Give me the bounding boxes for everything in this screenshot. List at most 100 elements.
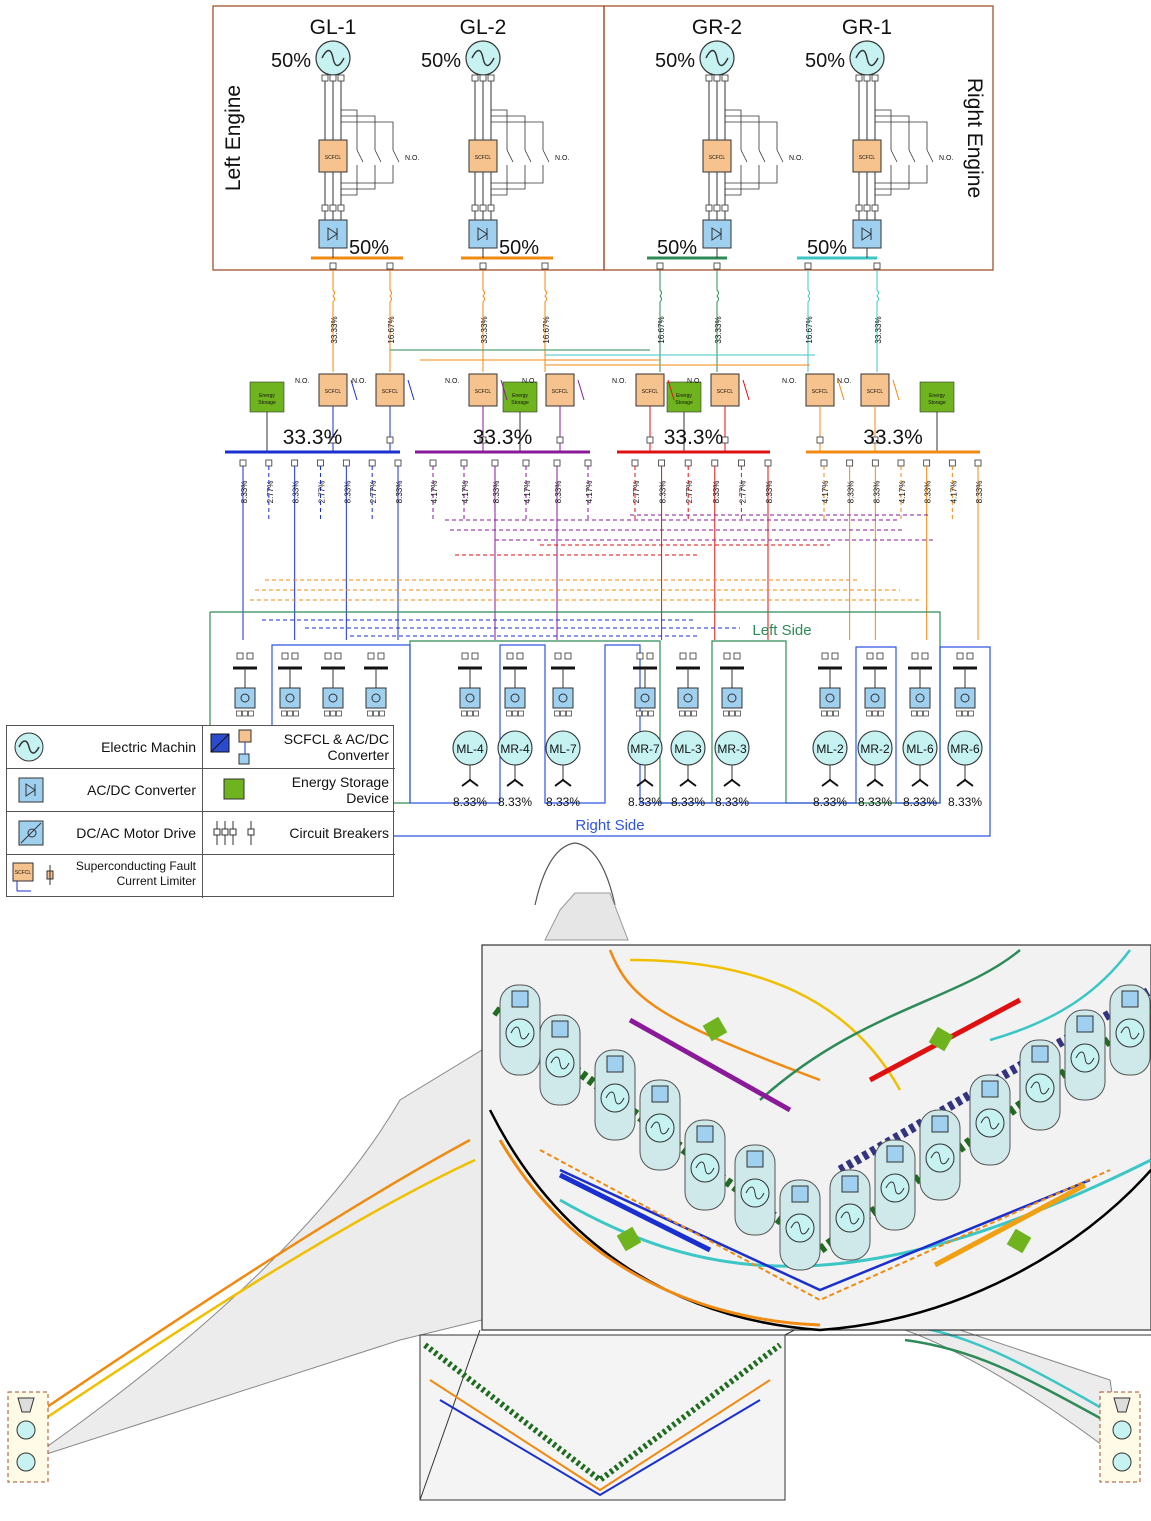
no-label: N.O. (837, 378, 851, 385)
motor-mr-3: MR-3 8.33% (714, 652, 750, 809)
branch-share: 4.17% (949, 481, 958, 504)
circuit-breaker (342, 459, 350, 467)
zoomed-cable-green (759, 949, 1021, 1101)
feeder-line (807, 270, 810, 372)
sine-icon (745, 1186, 765, 1200)
legend-label: Circuit Breakers (289, 825, 389, 841)
no-label: N.O. (405, 155, 419, 162)
cockpit-window (544, 892, 629, 941)
energy-storage-label: Storage (511, 400, 529, 406)
circuit-breaker (479, 74, 487, 82)
circuit-breaker (291, 459, 299, 467)
circuit-breaker (564, 652, 572, 660)
bypass-wire (341, 165, 376, 190)
circuit-breaker (642, 710, 648, 717)
legend-label: Electric Machin (101, 739, 196, 755)
legend-scfcl: SCFCL Superconducting Fault Current Limi… (7, 855, 203, 898)
small-inset-box (419, 1334, 786, 1501)
bus-share: 50% (349, 237, 389, 259)
feeder-line (876, 270, 879, 372)
scfcl-label: SCFCL (642, 389, 659, 395)
energy-storage-label: Energy (929, 393, 945, 399)
electric-machine-icon (14, 732, 44, 762)
circuit-breaker (723, 652, 731, 660)
right-generator-icon (1112, 1420, 1132, 1440)
left-fan-icon (17, 1397, 35, 1413)
feeder: 33.33% (479, 262, 489, 372)
circuit-breaker (872, 710, 878, 717)
bypass-wire (875, 165, 928, 184)
propeller-icon (821, 779, 839, 787)
legend-breakers: Circuit Breakers (203, 812, 395, 855)
circuit-breaker (871, 459, 879, 467)
bypass-switch (407, 379, 415, 401)
feeder-share: 33.33% (714, 316, 723, 343)
motor-name: ML-4 (456, 742, 484, 756)
bypass-switch (667, 379, 675, 401)
feeder-share: 33.33% (480, 316, 489, 343)
circuit-breaker (820, 459, 828, 467)
acdc-converter-icon (318, 219, 348, 249)
circuit-breaker (556, 436, 564, 444)
circuit-breaker (897, 459, 905, 467)
mid-bus-3: EnergyStorageSCFCLN.O.SCFCLN.O.33.3%2.77… (612, 373, 774, 640)
dcac-motor-drive-icon (981, 1080, 999, 1098)
motor-share: 8.33% (715, 795, 749, 809)
circuit-breaker (679, 652, 687, 660)
feeder: 33.33% (873, 262, 883, 372)
drive-symbol (328, 693, 338, 703)
circuit-breaker (330, 710, 336, 717)
zoom-line (419, 1329, 481, 1501)
circuit-breaker (560, 710, 566, 717)
circuit-breaker (691, 710, 697, 717)
branch-share: 8.33% (292, 481, 301, 504)
zoomed-bus-blue (558, 1172, 712, 1253)
branch-share: 2.77% (685, 481, 694, 504)
zoomed-motor-nacelle (969, 1074, 1011, 1166)
no-label: N.O. (445, 378, 459, 385)
feeder-line (659, 270, 662, 372)
circuit-breaker (281, 652, 289, 660)
no-label: N.O. (939, 155, 953, 162)
circuit-breaker-icon (213, 821, 255, 845)
right-side-boundary (271, 644, 991, 837)
legend-dcac: DC/AC Motor Drive (7, 812, 203, 855)
branch-share: 8.33% (847, 481, 856, 504)
legend-label: SCFCL & AC/DC Converter (283, 731, 389, 763)
motor-share: 8.33% (948, 795, 982, 809)
circuit-breaker (461, 652, 469, 660)
scfcl-box (318, 139, 348, 173)
circuit-breaker (956, 710, 962, 717)
bypass-switch (776, 149, 784, 163)
zoomed-bus-orange (933, 1182, 1087, 1268)
circuit-breaker (265, 459, 273, 467)
bypass-switch (837, 379, 845, 401)
scfcl-label: SCFCL (325, 155, 342, 161)
feeder-line (716, 270, 719, 372)
circuit-breaker (846, 459, 854, 467)
circuit-breaker (236, 652, 244, 660)
scfcl-label: SCFCL (717, 389, 734, 395)
scfcl-label: SCFCL (867, 389, 884, 395)
circuit-breaker (461, 710, 467, 717)
motor-ml-2: ML-28.33% (812, 652, 848, 809)
left-generator-icon (16, 1452, 36, 1472)
zoomed-cable-orange (498, 1139, 821, 1327)
zoomed-bus-purple (628, 1017, 792, 1113)
mid-bus-4: EnergyStorageSCFCLN.O.SCFCLN.O.33.3%4.17… (782, 373, 984, 640)
motor-name: MR-3 (717, 742, 747, 756)
circuit-breaker (729, 710, 735, 717)
scfcl-box (635, 373, 665, 407)
zoomed-motor-nacelle (734, 1144, 776, 1236)
motor-ml-7: ML-78.33% (545, 652, 581, 809)
circuit-breaker (554, 652, 562, 660)
drive-symbol (825, 693, 835, 703)
generator-share: 50% (421, 50, 461, 72)
dcac-motor-drive-icon (634, 687, 656, 709)
circuit-breaker (471, 204, 479, 212)
feeder-share: 33.33% (330, 316, 339, 343)
no-label: N.O. (687, 378, 701, 385)
zoomed-motor-nacelle (1019, 1039, 1061, 1131)
drive-symbol (558, 693, 568, 703)
zoomed-energy-storage (702, 1016, 728, 1042)
